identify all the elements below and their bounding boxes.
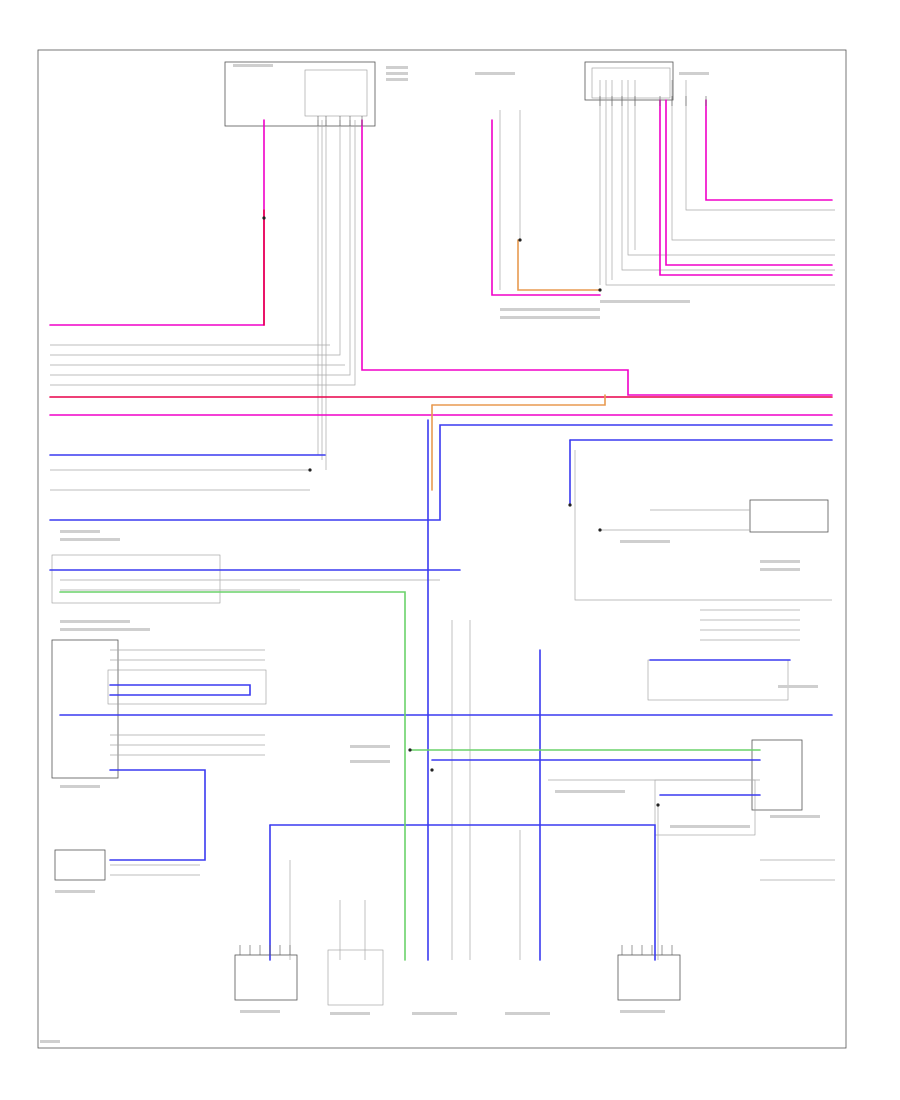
right-lower-module: [647, 659, 789, 701]
top-right-module: [584, 61, 674, 101]
blue-wires: [49, 419, 833, 961]
component-boxes: [51, 61, 829, 1006]
bottom-left-small-component: [327, 949, 384, 1006]
top-right-module-inner: [591, 67, 671, 99]
diagram-frame: [37, 49, 847, 1049]
junction-dots: [262, 216, 660, 807]
pink-wires: [49, 99, 833, 416]
bottom-left-connector: [234, 954, 298, 1001]
left-mid-connector: [51, 554, 221, 604]
left-module-inner: [107, 669, 267, 705]
connector-pins: [239, 96, 707, 955]
right-lower-module-2: [751, 739, 803, 811]
top-center-module: [224, 61, 376, 127]
bottom-right-connector: [617, 954, 681, 1001]
top-center-module-inner: [304, 69, 368, 117]
orange-wires: [431, 239, 606, 491]
label-marks: [40, 64, 820, 1043]
left-bottom-module: [54, 849, 106, 881]
right-mid-module: [749, 499, 829, 533]
green-wires: [59, 591, 761, 961]
gray-wires: [50, 80, 835, 960]
left-module-large: [51, 639, 119, 779]
red-wires: [49, 209, 833, 398]
